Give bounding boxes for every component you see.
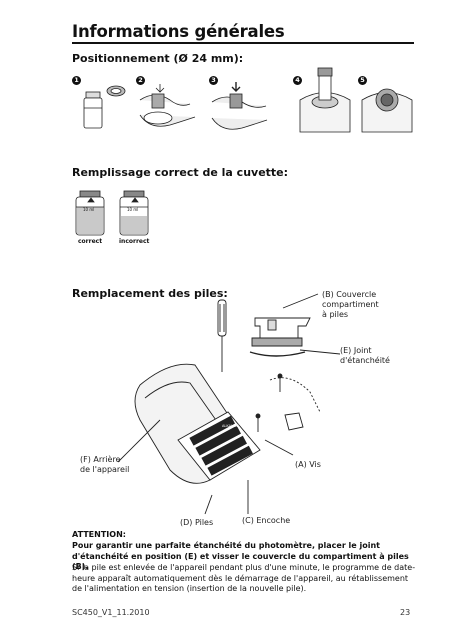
label-correct: correct bbox=[78, 238, 103, 245]
screw-icon bbox=[255, 373, 283, 432]
battery-cover-icon bbox=[251, 317, 311, 347]
page-title: Informations générales bbox=[72, 22, 285, 41]
hand-press-icon bbox=[211, 82, 268, 130]
battery-brand-text: ALKALINE bbox=[222, 424, 239, 428]
batteries-heading: Remplacement des piles: bbox=[72, 287, 228, 300]
footer-doc-id: SC450_V1_11.2010 bbox=[72, 608, 150, 617]
device-body-icon bbox=[134, 363, 261, 484]
step-number-2: 2 bbox=[136, 76, 145, 85]
instrument-cap-icon bbox=[361, 88, 413, 133]
screwdriver-icon bbox=[217, 299, 227, 372]
hand-insert-icon bbox=[139, 84, 196, 127]
label-incorrect: incorrect bbox=[119, 238, 150, 245]
callout-d: (D) Piles bbox=[180, 518, 214, 527]
callout-e: (E) Joint d'étanchéité bbox=[340, 346, 390, 365]
vial-mark-incorrect: 10 ml bbox=[127, 207, 139, 212]
attention-bold-text: Pour garantir une parfaite étanchéité du… bbox=[72, 541, 409, 571]
step-number-4: 4 bbox=[293, 76, 302, 85]
attention-title: ATTENTION: bbox=[72, 530, 126, 539]
step-number-5: 5 bbox=[358, 76, 367, 85]
filling-heading: Remplissage correct de la cuvette: bbox=[72, 166, 289, 179]
callout-f: (F) Arrière de l'appareil bbox=[80, 455, 130, 474]
instrument-vial-icon bbox=[299, 67, 351, 133]
positioning-heading: Positionnement (Ø 24 mm): bbox=[72, 52, 244, 65]
attention-text: Si la pile est enlevée de l'appareil pen… bbox=[72, 563, 416, 593]
step-number-3: 3 bbox=[209, 76, 218, 85]
vial-icon bbox=[83, 85, 126, 129]
callout-a: (A) Vis bbox=[295, 460, 321, 469]
callout-b: (B) Couvercle compartiment à piles bbox=[322, 290, 379, 319]
vial-mark-correct: 10 ml bbox=[83, 207, 95, 212]
callout-c: (C) Encoche bbox=[242, 516, 291, 525]
title-divider bbox=[72, 42, 414, 44]
page-number: 23 bbox=[400, 608, 411, 617]
step-number-1: 1 bbox=[72, 76, 81, 85]
batteries-icon bbox=[189, 415, 253, 476]
